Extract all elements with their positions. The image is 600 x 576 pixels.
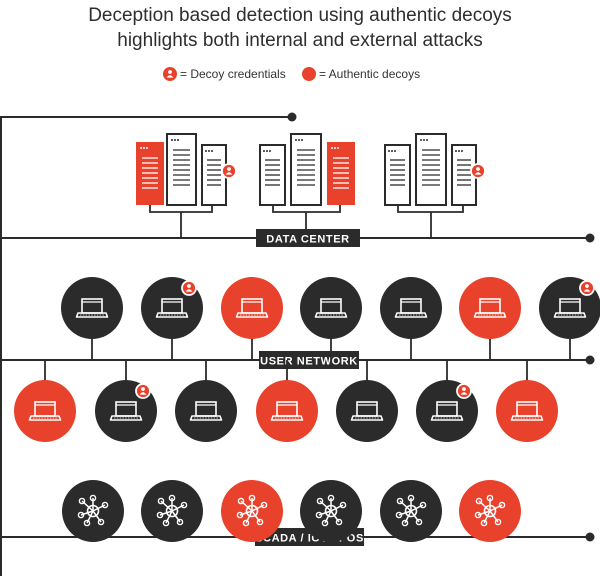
data-center-servers — [136, 133, 486, 238]
server-icon — [136, 142, 164, 205]
credential-badge-icon — [221, 163, 237, 179]
decoy-node — [221, 277, 283, 360]
server-cluster-3 — [384, 133, 486, 238]
credential-badge-icon — [181, 280, 197, 296]
data-center-bar: DATA CENTER — [256, 229, 360, 247]
network-node — [380, 480, 442, 542]
network-node — [539, 277, 600, 360]
legend-decoy-icon — [302, 67, 316, 81]
network-node — [416, 360, 478, 442]
data-center-label: DATA CENTER — [266, 234, 349, 246]
network-node — [61, 277, 123, 360]
network-node — [300, 480, 362, 542]
network-node — [141, 480, 203, 542]
server-icon — [259, 144, 286, 206]
credential-badge-icon — [456, 383, 472, 399]
decoy-node — [496, 360, 558, 442]
network-node — [380, 277, 442, 360]
legend-decoys-label: = Authentic decoys — [319, 67, 420, 81]
credential-badge-icon — [470, 163, 486, 179]
decoy-node — [14, 360, 76, 442]
server-icon — [451, 144, 477, 206]
network-node — [336, 360, 398, 442]
title-line-1: Deception based detection using authenti… — [88, 5, 512, 26]
user-network-bar: USER NETWORK — [259, 351, 359, 369]
credential-badge-icon — [135, 383, 151, 399]
user-network-bottom-row — [14, 360, 558, 442]
network-node — [95, 360, 157, 442]
credential-badge-icon — [579, 280, 595, 296]
user-network-label: USER NETWORK — [260, 356, 358, 368]
server-icon — [327, 142, 355, 205]
server-icon — [290, 133, 322, 206]
network-node — [300, 277, 362, 360]
server-cluster-1 — [136, 133, 237, 238]
server-icon — [415, 133, 447, 206]
network-node — [141, 277, 203, 360]
legend: = Decoy credentials = Authentic decoys — [163, 67, 420, 81]
decoy-node — [256, 360, 318, 442]
diagram-title: Deception based detection using authenti… — [0, 0, 600, 53]
server-icon — [166, 133, 197, 206]
line-endpoints — [287, 112, 595, 542]
scada-device-row — [62, 480, 521, 542]
server-cluster-2 — [259, 133, 355, 238]
decoy-node — [459, 277, 521, 360]
legend-credentials-label: = Decoy credentials — [180, 67, 286, 81]
network-node — [62, 480, 124, 542]
network-node — [175, 360, 237, 442]
server-icon — [384, 144, 411, 206]
decoy-node — [221, 480, 283, 542]
title-line-2: highlights both internal and external at… — [117, 30, 483, 51]
decoy-node — [459, 480, 521, 542]
legend-credential-icon — [163, 67, 177, 81]
user-network-top-row — [61, 277, 600, 360]
